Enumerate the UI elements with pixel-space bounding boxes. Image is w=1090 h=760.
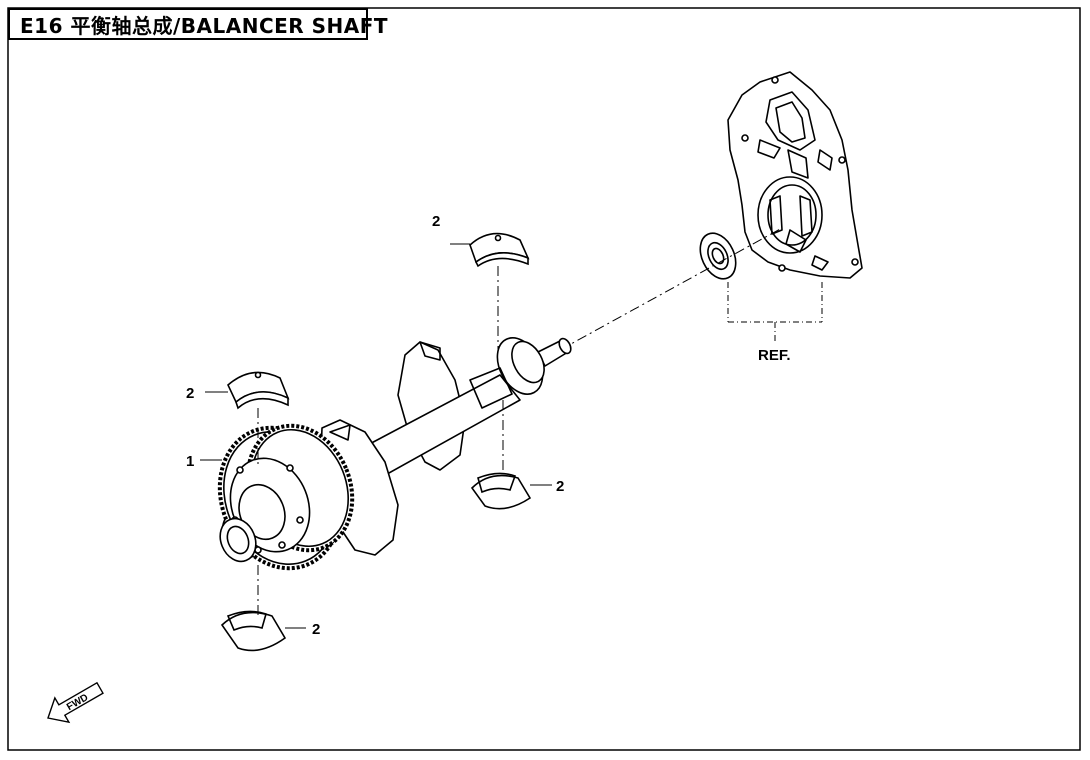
ref-label: REF. [758,347,791,364]
callout-bearing-top: 2 [432,213,440,230]
oil-seal-part [699,232,737,280]
callout-bearing-bottom: 2 [312,621,320,638]
callout-gear: 1 [186,453,194,470]
bearing-shell-right [470,472,532,510]
outer-frame [7,7,1081,751]
fwd-label: FWD [65,692,90,713]
bearing-shell-top [469,232,530,268]
bearing-shell-left [227,371,290,410]
leader-lines [200,243,552,629]
crankcase-cover-part [727,71,863,279]
shaft-center-line [559,227,783,351]
ref-bracket [727,282,823,342]
callout-bearing-left: 2 [186,385,194,402]
fwd-arrow-icon: FWD [47,681,104,724]
drive-gear-part [217,423,355,571]
callout-bearing-right: 2 [556,478,564,495]
assembly-lines [257,266,504,615]
diagram-title: E16 平衡轴总成/BALANCER SHAFT [8,8,388,40]
bearing-shell-bottom [220,610,287,652]
